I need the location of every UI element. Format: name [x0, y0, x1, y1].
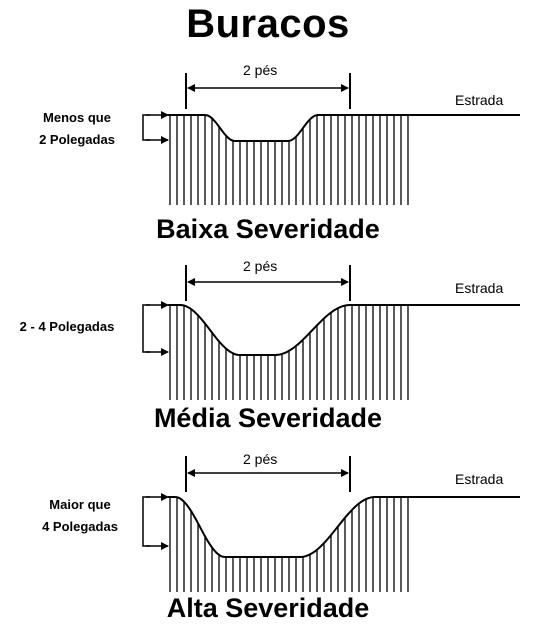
- road-label: Estrada: [455, 280, 504, 296]
- width-label: 2 pés: [243, 62, 278, 78]
- width-label: 2 pés: [243, 451, 278, 467]
- depth-label-line1: Menos que: [43, 110, 111, 125]
- severity-label: Baixa Severidade: [156, 214, 380, 244]
- road-surface-line: [168, 496, 520, 558]
- depth-label: Menos que 2 Polegadas: [18, 107, 136, 151]
- depth-label-line1: 2 - 4 Polegadas: [19, 319, 115, 334]
- depth-label-line2: 4 Polegadas: [42, 519, 118, 534]
- depth-label: 2 - 4 Polegadas: [0, 316, 134, 338]
- panel-high-severity: [142, 456, 520, 592]
- panel-medium-severity: [142, 265, 520, 400]
- severity-label: Média Severidade: [153, 403, 383, 433]
- panel-low-severity: [142, 73, 520, 205]
- road-surface-line: [168, 114, 520, 142]
- depth-label-line2: 2 Polegadas: [39, 132, 115, 147]
- depth-bracket: [142, 114, 150, 141]
- depth-label: Maior que 4 Polegadas: [24, 494, 136, 538]
- severity-label: Alta Severidade: [166, 593, 370, 623]
- road-label: Estrada: [455, 471, 504, 487]
- depth-label-line1: Maior que: [49, 497, 111, 512]
- width-label: 2 pés: [243, 258, 278, 274]
- road-label: Estrada: [455, 92, 504, 108]
- depth-bracket: [142, 496, 150, 547]
- road-surface-line: [168, 304, 520, 356]
- page-title: Buracos: [186, 2, 350, 46]
- depth-bracket: [142, 304, 150, 353]
